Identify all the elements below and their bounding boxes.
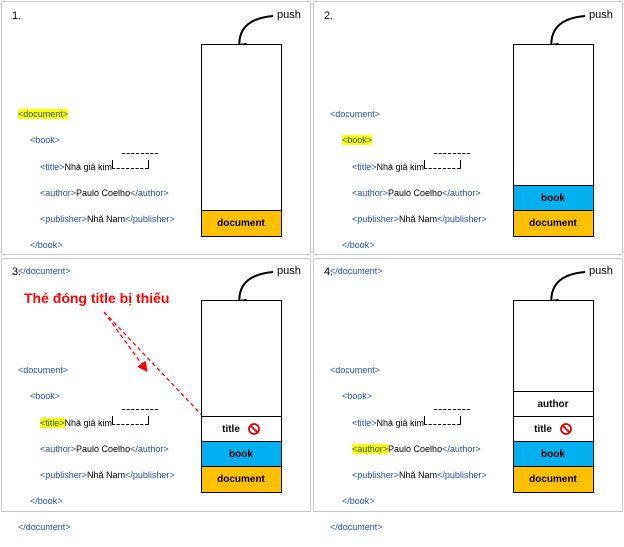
- xml-line-book-open: <book>: [342, 391, 373, 401]
- xml-line-book-close: </book>: [342, 496, 375, 506]
- xml-line-publisher: <publisher>Nhã Nam</publisher>: [40, 470, 175, 480]
- xml-line-book-close: </book>: [30, 496, 63, 506]
- missing-closing-tag-placeholder: [424, 409, 471, 426]
- stack-item-book: book: [512, 441, 594, 467]
- xml-line-document-open: <document>: [18, 365, 69, 375]
- missing-closing-tag-warning: Thẻ đóng title bị thiếu: [24, 290, 170, 306]
- missing-closing-tag-placeholder: [424, 153, 471, 170]
- push-label-4: push: [589, 265, 613, 277]
- stack-item-author: author: [512, 391, 594, 417]
- xml-line-title: <title>Nhà giả kim: [18, 409, 175, 430]
- xml-line-author: <author>Paulo Coelho</author>: [40, 444, 169, 454]
- xml-line-title: <title>Nhà giả kim: [330, 153, 487, 174]
- missing-closing-tag-placeholder: [112, 153, 159, 170]
- push-label-3: push: [277, 265, 301, 277]
- stack-item-document: document: [512, 210, 594, 237]
- push-label-2: push: [589, 9, 613, 21]
- stack-item-title: title: [512, 416, 594, 442]
- panel-number-2: 2.: [324, 10, 334, 22]
- xml-line-document-open: <document>: [330, 365, 381, 375]
- xml-code-4: <document> <book> <title>Nhà giả kim <au…: [330, 351, 487, 547]
- xml-line-author: <author>Paulo Coelho</author>: [40, 188, 169, 198]
- xml-line-author: <author>Paulo Coelho</author>: [352, 444, 481, 454]
- panel-number-3: 3.: [12, 266, 22, 278]
- diagram-root: { "panels": [ {"number": "1.", "push": "…: [0, 0, 624, 532]
- xml-line-book-open: <book>: [30, 135, 61, 145]
- xml-line-book-close: </book>: [30, 240, 63, 250]
- xml-line-document-open: <document>: [18, 109, 69, 119]
- stack-item-document: document: [200, 210, 282, 237]
- xml-line-document-close: </document>: [18, 522, 71, 532]
- no-entry-icon: [559, 423, 572, 435]
- panel-number-1: 1.: [12, 10, 22, 22]
- xml-line-book-close: </book>: [342, 240, 375, 250]
- xml-line-book-open: <book>: [342, 135, 373, 145]
- xml-line-author: <author>Paulo Coelho</author>: [352, 188, 481, 198]
- stack-1: document: [200, 44, 282, 237]
- stack-item-document: document: [512, 466, 594, 493]
- push-label-1: push: [277, 9, 301, 21]
- panel-number-4: 4.: [324, 266, 334, 278]
- stack-item-document: document: [200, 466, 282, 493]
- xml-line-publisher: <publisher>Nhã Nam</publisher>: [352, 214, 487, 224]
- xml-line-document-close: </document>: [18, 266, 71, 276]
- stack-4: author title book document: [512, 300, 594, 493]
- xml-line-book-open: <book>: [30, 391, 61, 401]
- stack-item-book: book: [200, 441, 282, 467]
- xml-line-document-close: </document>: [330, 266, 383, 276]
- no-entry-icon: [247, 423, 260, 435]
- stack-2: book document: [512, 44, 594, 237]
- xml-code-2: <document> <book> <title>Nhà giả kim <au…: [330, 95, 487, 291]
- stack-item-title: title: [200, 416, 282, 442]
- xml-line-publisher: <publisher>Nhã Nam</publisher>: [40, 214, 175, 224]
- stack-3: title book document: [200, 300, 282, 493]
- xml-line-publisher: <publisher>Nhã Nam</publisher>: [352, 470, 487, 480]
- xml-line-title: <title>Nhà giả kim: [18, 153, 175, 174]
- missing-closing-tag-placeholder: [112, 409, 159, 426]
- xml-code-1: <document> <book> <title>Nhà giả kim <au…: [18, 95, 175, 291]
- xml-line-title: <title>Nhà giả kim: [330, 409, 487, 430]
- xml-code-3: <document> <book> <title>Nhà giả kim <au…: [18, 351, 175, 547]
- stack-item-book: book: [512, 185, 594, 211]
- xml-line-document-open: <document>: [330, 109, 381, 119]
- xml-line-document-close: </document>: [330, 522, 383, 532]
